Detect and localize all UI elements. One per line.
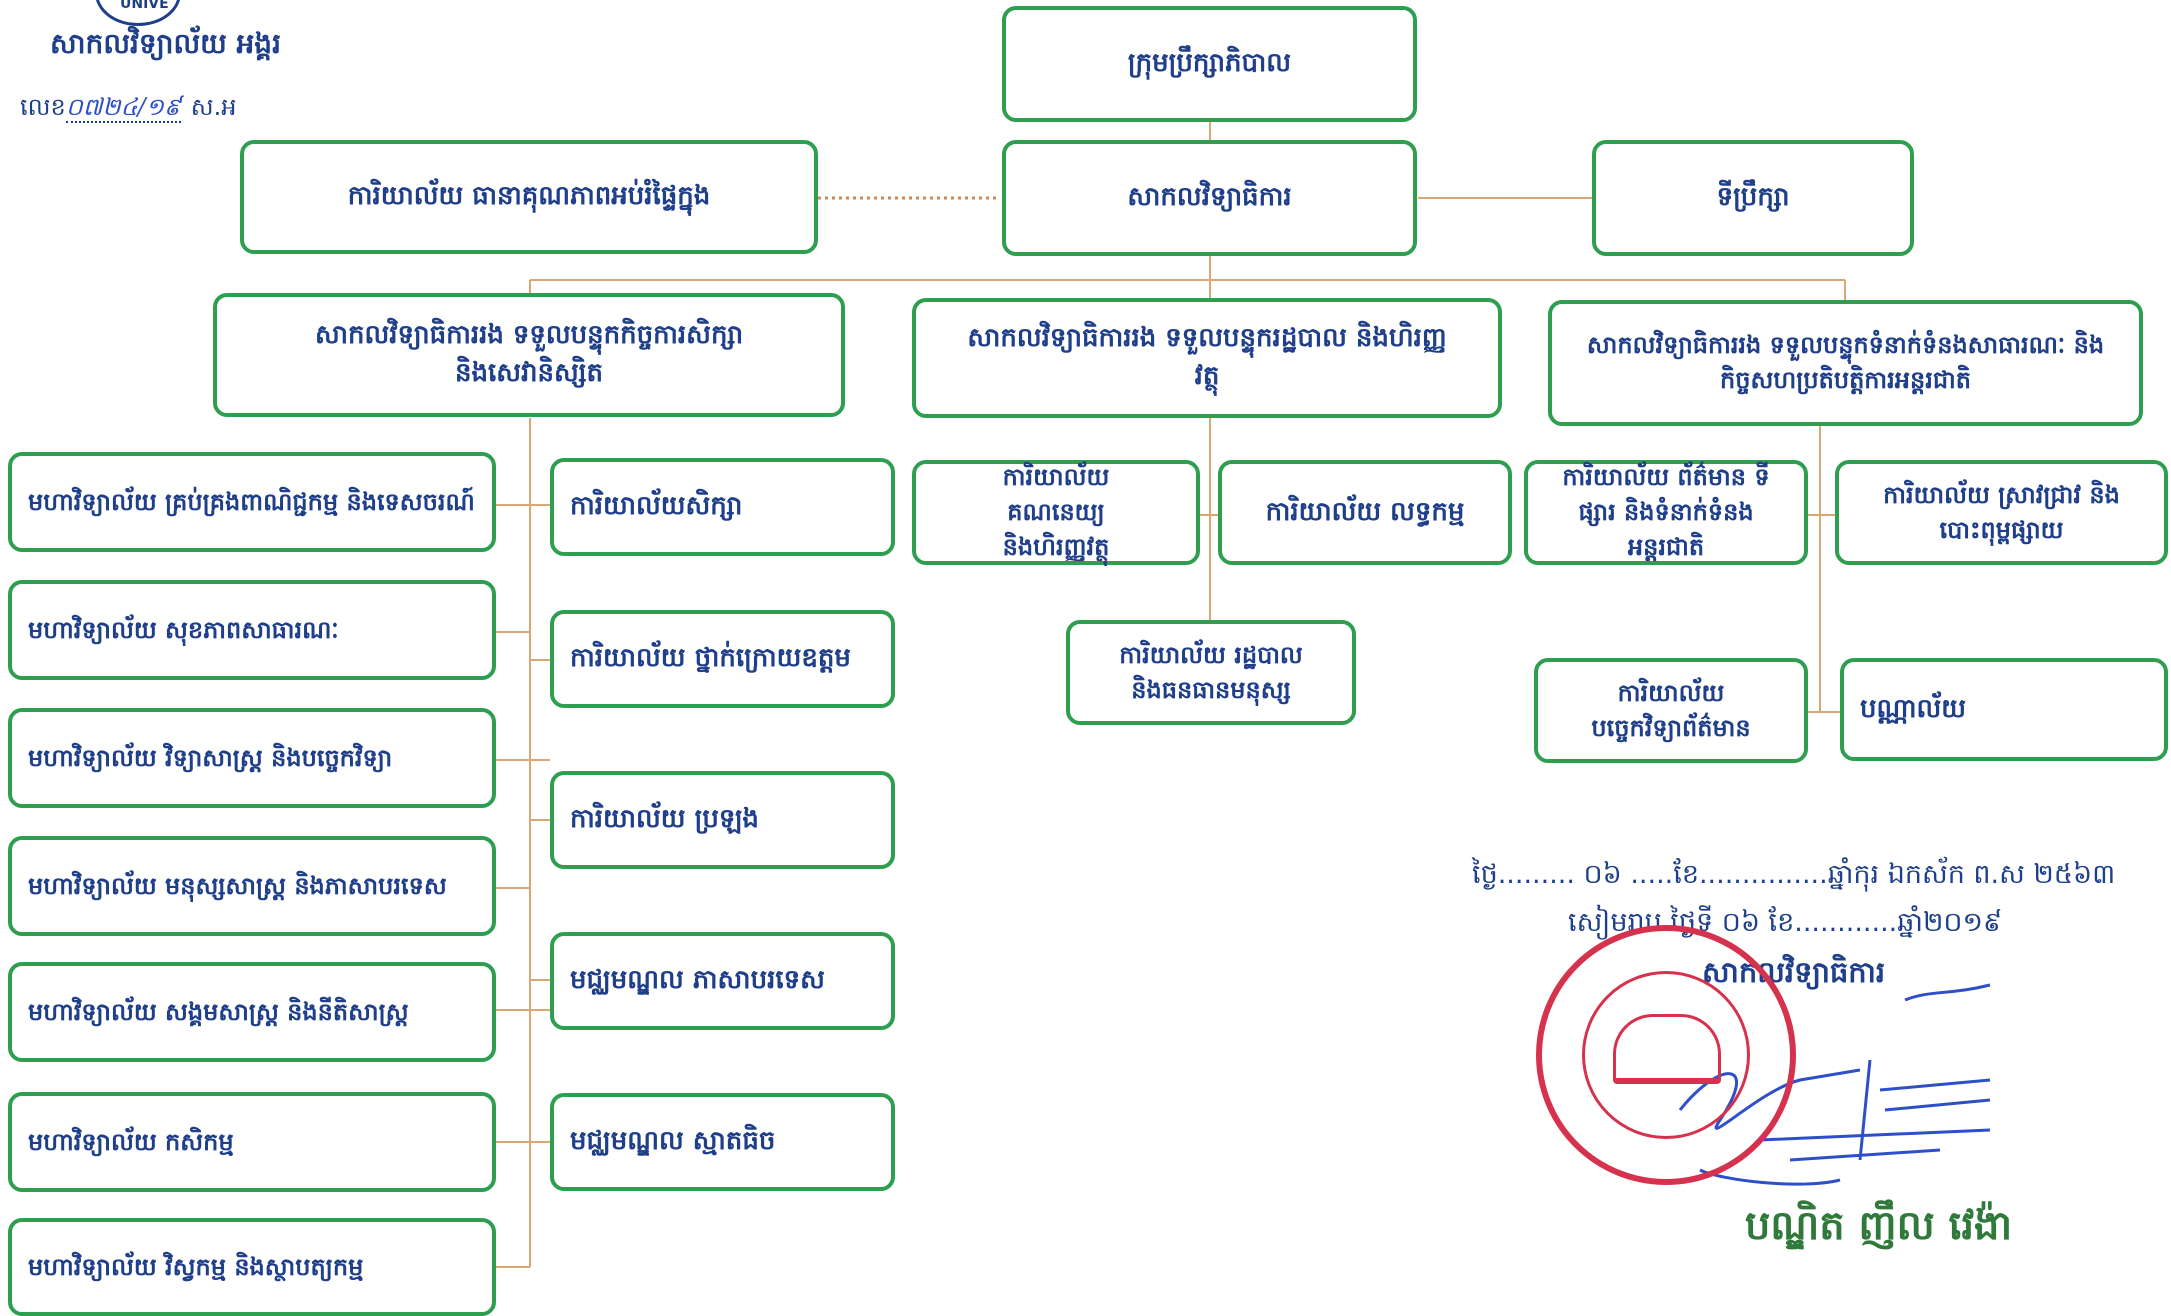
advisor-box: ទីប្រឹក្សា <box>1592 140 1914 256</box>
board-of-trustees-box: ក្រុមប្រឹក្សាភិបាល <box>1002 6 1417 122</box>
ref-suffix: ស.អ <box>190 93 237 121</box>
faculty-business-tourism-box: មហាវិទ្យាល័យ គ្រប់គ្រងពាណិជ្ជកម្ម និងទេស… <box>8 452 496 552</box>
ref-number: ០៧២៤/១៩ <box>65 93 181 123</box>
vice-rector-academic-box: សាកលវិទ្យាធិការរង ទទួលបន្ទុកកិច្ចការសិក្… <box>213 293 845 417</box>
lunar-date-line: ថ្ងៃ......... ០៦ .....ខែ...............ឆ… <box>1472 859 2116 890</box>
library-box: បណ្ណាល័យ <box>1840 658 2168 761</box>
foreign-language-center-box: មជ្ឈមណ្ឌល ភាសាបរទេស <box>550 932 895 1030</box>
procurement-office-box: ការិយាល័យ លទ្ធកម្ម <box>1218 460 1512 565</box>
faculty-social-science-law-box: មហាវិទ្យាល័យ សង្គមសាស្ត្រ និងនីតិសាស្ត្រ <box>8 962 496 1062</box>
marketing-international-office-box: ការិយាល័យ ព័ត៌មាន ទីផ្សារ និងទំនាក់ទំនងអ… <box>1524 460 1808 565</box>
reference-number: លេខ០៧២៤/១៩ ស.អ <box>20 92 237 127</box>
ref-prefix: លេខ <box>20 93 66 121</box>
examination-office-box: ការិយាល័យ ប្រឡង <box>550 771 895 869</box>
academic-office-box: ការិយាល័យសិក្សា <box>550 458 895 556</box>
faculty-public-health-box: មហាវិទ្យាល័យ សុខភាពសាធារណៈ <box>8 580 496 680</box>
faculty-science-technology-box: មហាវិទ្យាល័យ វិទ្យាសាស្ត្រ និងបច្ចេកវិទ្… <box>8 708 496 808</box>
faculty-engineering-architecture-box: មហាវិទ្យាល័យ វិស្វកម្ម និងស្ថាបត្យកម្ម <box>8 1218 496 1316</box>
faculty-agriculture-box: មហាវិទ្យាល័យ កសិកម្ម <box>8 1092 496 1192</box>
org-name: សាកលវិទ្យាល័យ អង្គរ <box>50 27 281 60</box>
quality-assurance-office-box: ការិយាល័យ ធានាគុណភាពអប់រំផ្ទៃក្នុង <box>240 140 818 254</box>
smart-tech-center-box: មជ្ឈមណ្ឌល ស្មាតធិច <box>550 1093 895 1191</box>
it-office-box: ការិយាល័យ បច្ចេកវិទ្យាព័ត៌មាន <box>1534 658 1808 763</box>
hr-administration-office-box: ការិយាល័យ រដ្ឋបាល និងធនធានមនុស្ស <box>1066 620 1356 725</box>
signatory-name: បណ្ឌិត ញឹល វេង៉ា <box>1745 1203 2013 1249</box>
graduate-office-box: ការិយាល័យ ថ្នាក់ក្រោយឧត្តម <box>550 610 895 708</box>
angkor-emblem <box>1613 1014 1721 1084</box>
accounting-finance-office-box: ការិយាល័យ គណនេយ្យ និងហិរញ្ញវត្ថុ <box>912 460 1200 565</box>
rector-box: សាកលវិទ្យាធិការ <box>1002 140 1417 256</box>
official-stamp <box>1536 925 1796 1185</box>
seal-text: UNIVE <box>120 0 169 12</box>
vice-rector-admin-box: សាកលវិទ្យាធិការរង ទទួលបន្ទុករដ្ឋបាល និងហ… <box>912 298 1502 418</box>
stamp-inner-ring <box>1582 971 1750 1139</box>
vice-rector-external-box: សាកលវិទ្យាធិការរង ទទួលបន្ទុកទំនាក់ទំនងសា… <box>1548 300 2143 426</box>
faculty-humanities-languages-box: មហាវិទ្យាល័យ មនុស្សសាស្ត្រ និងភាសាបរទេស <box>8 836 496 936</box>
research-publication-office-box: ការិយាល័យ ស្រាវជ្រាវ និងបោះពុម្ពផ្សាយ <box>1835 460 2168 565</box>
